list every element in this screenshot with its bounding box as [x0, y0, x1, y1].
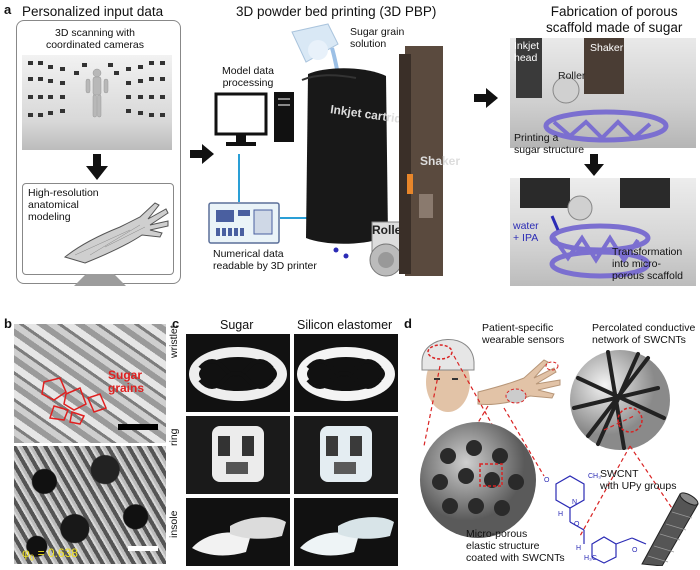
- row-wristlet: wristlet: [168, 325, 180, 358]
- sugar-insole-photo: [186, 498, 290, 566]
- inkjet-cartridge: [301, 68, 388, 259]
- transformation-scene: [520, 178, 670, 279]
- camera-array-graphic: [28, 61, 165, 118]
- microporous-sphere: [420, 422, 536, 538]
- microporous-label: Micro-porous elastic structure coated wi…: [466, 528, 565, 564]
- silicon-insole-photo: [294, 498, 398, 566]
- circuit-board-icon: [208, 202, 280, 244]
- row-insole: insole: [168, 510, 180, 538]
- printing-title: 3D powder bed printing (3D PBP): [236, 4, 437, 19]
- svg-text:CH₃: CH₃: [588, 473, 601, 480]
- connector-line-vertical: [238, 154, 240, 202]
- ring-shape: [212, 426, 264, 482]
- patient-head-image: [421, 339, 475, 412]
- column-sugar: Sugar: [220, 318, 254, 332]
- shaker-column: [399, 46, 443, 276]
- down-arrow-icon: [86, 154, 108, 180]
- svg-text:N: N: [572, 499, 577, 506]
- scan-label: 3D scanning with coordinated cameras: [45, 27, 145, 51]
- panel-label-a: a: [4, 2, 12, 17]
- fabrication-title: Fabrication of porous scaffold made of s…: [546, 4, 683, 35]
- transformation-image: [510, 178, 696, 286]
- silicon-wristlet-photo: [294, 334, 398, 412]
- sugar-solution-label: Sugar grain solution: [350, 26, 405, 50]
- hand-image: [477, 359, 561, 405]
- roller-label: Roller: [372, 223, 407, 237]
- upy-molecule-diagram: O CH₃ N H O H H₃C O: [544, 473, 647, 564]
- porosity-value: = 0.638: [34, 546, 78, 560]
- camera-room-image: [22, 55, 172, 150]
- swcnt-network-sphere: [570, 350, 670, 450]
- patient-sensors-label: Patient-specific wearable sensors: [482, 322, 565, 346]
- porosity-label: φ0 = 0.638: [22, 546, 78, 562]
- scale-bar: [128, 546, 158, 551]
- sugar-wristlet-photo: [186, 334, 290, 412]
- water-ipa-label: water + IPA: [513, 220, 539, 244]
- printing-scene: [516, 38, 669, 143]
- svg-text:O: O: [574, 521, 580, 528]
- percolated-label: Percolated conductive network of SWCNTs: [592, 322, 696, 346]
- sugar-grains-micrograph: [14, 324, 166, 443]
- scale-bar: [118, 424, 158, 430]
- panel-label-b: b: [4, 316, 12, 331]
- wristlet-shape: [297, 347, 395, 401]
- column-silicon: Silicon elastomer: [297, 318, 393, 332]
- right-arrow-icon: [190, 144, 214, 164]
- grain-outlines: [41, 377, 108, 425]
- modeling-label: High-resolution anatomical modeling: [28, 187, 99, 223]
- model-data-label: Model data processing: [222, 65, 274, 89]
- sugar-grains-label: Sugar grains: [108, 368, 145, 395]
- porous-scaffold-micrograph: [14, 446, 166, 564]
- svg-text:H₃C: H₃C: [584, 555, 597, 562]
- inkjet-head-label: Inkjet head: [514, 40, 540, 64]
- row-ring: ring: [168, 428, 180, 446]
- computer-icon: [214, 92, 294, 146]
- insole-shape: [192, 517, 286, 556]
- wristlet-shape: [189, 347, 287, 401]
- svg-text:H: H: [576, 545, 581, 552]
- down-arrow-icon: [584, 154, 604, 176]
- sugar-ring-photo: [186, 416, 290, 494]
- personalized-title: Personalized input data: [22, 4, 164, 19]
- phi-subscript: 0: [29, 553, 35, 563]
- panel-label-c: c: [172, 316, 180, 331]
- right-arrow-icon: [474, 88, 498, 108]
- shaker-small-label: Shaker: [590, 42, 624, 54]
- insole-shape: [300, 517, 394, 556]
- ring-shape: [320, 426, 372, 482]
- panel-label-d: d: [404, 316, 412, 331]
- printing-sugar-label: Printing a sugar structure: [514, 132, 585, 156]
- swcnt-upy-label: SWCNT with UPy groups: [600, 468, 677, 492]
- svg-text:H: H: [558, 511, 563, 518]
- monitor-stand: [74, 274, 126, 286]
- roller-small-label: Roller: [558, 70, 586, 82]
- shaker-label: Shaker: [420, 154, 461, 168]
- phi-symbol: φ: [22, 546, 30, 560]
- svg-text:O: O: [544, 477, 550, 484]
- svg-text:O: O: [632, 547, 638, 554]
- silicon-ring-photo: [294, 416, 398, 494]
- swcnt-tube: [641, 492, 699, 566]
- connector-line-horizontal: [280, 217, 320, 219]
- numerical-data-label: Numerical data readable by 3D printer: [213, 248, 317, 272]
- printing-image: [510, 38, 696, 148]
- arm-model-image: [63, 202, 169, 264]
- transformation-label: Transformation into micro- porous scaffo…: [612, 246, 684, 282]
